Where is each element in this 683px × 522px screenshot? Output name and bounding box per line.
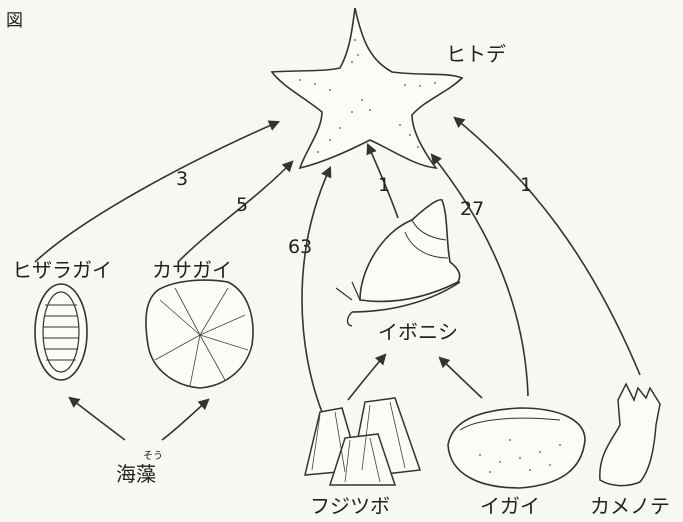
seaweed-label: 海藻 bbox=[116, 462, 156, 486]
arrow-limpet-to-starfish bbox=[177, 160, 294, 263]
edge-label-gooseneck: 1 bbox=[520, 174, 533, 196]
arrow-barnacle-to-starfish bbox=[301, 165, 332, 413]
limpet-label: カサガイ bbox=[152, 258, 232, 282]
barnacle-label: フジツボ bbox=[310, 494, 390, 518]
arrow-mussel-to-whelk bbox=[438, 356, 483, 399]
arrow-chiton-to-starfish bbox=[34, 120, 281, 263]
edge-label-limpet: 5 bbox=[236, 194, 249, 216]
arrow-seaweed-to-chiton bbox=[68, 396, 126, 441]
whelk-label: イボニシ bbox=[378, 320, 458, 344]
edge-label-mussel: 27 bbox=[460, 198, 485, 220]
figure-label: 図 bbox=[6, 11, 23, 31]
whelk-illustration bbox=[335, 198, 461, 327]
edge-label-barnacle: 63 bbox=[288, 236, 313, 258]
chiton-label: ヒザラガイ bbox=[12, 258, 112, 282]
barnacle-illustration bbox=[304, 397, 422, 486]
arrow-mussel-to-starfish bbox=[430, 153, 529, 397]
chiton-illustration bbox=[34, 283, 88, 381]
mussel-illustration bbox=[447, 407, 586, 489]
food-web-arrows bbox=[34, 116, 641, 441]
mussel-label: イガイ bbox=[480, 494, 540, 518]
gooseneck-label: カメノテ bbox=[590, 494, 670, 518]
arrow-whelk-to-starfish bbox=[366, 142, 399, 219]
arrow-seaweed-to-limpet bbox=[161, 398, 210, 441]
edge-label-whelk: 1 bbox=[378, 174, 391, 196]
seaweed-ruby: そう bbox=[143, 451, 163, 462]
starfish-illustration bbox=[270, 7, 464, 170]
arrow-gooseneck-to-starfish bbox=[453, 116, 641, 376]
starfish-label: ヒトデ bbox=[446, 42, 506, 66]
limpet-illustration bbox=[145, 279, 254, 389]
arrow-barnacle-to-whelk bbox=[347, 353, 387, 401]
gooseneck-illustration bbox=[599, 382, 661, 487]
edge-label-chiton: 3 bbox=[176, 168, 189, 190]
